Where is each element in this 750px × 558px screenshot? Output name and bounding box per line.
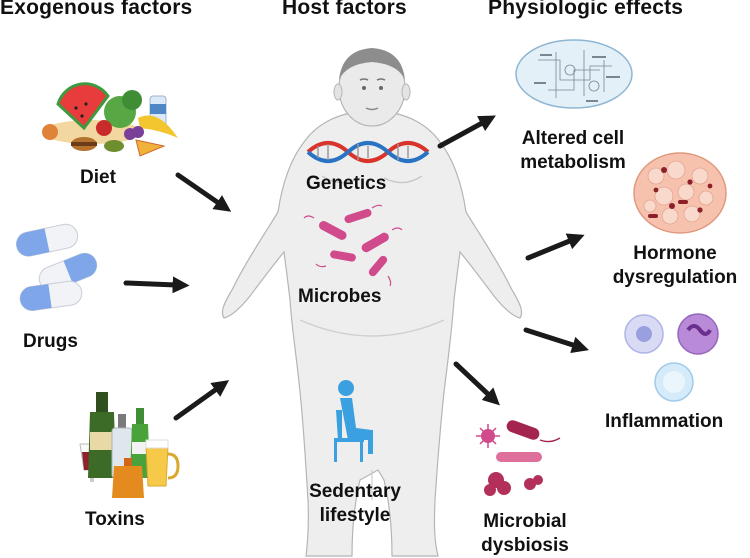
- arrow-drugs-to-host: [123, 276, 190, 294]
- alcohol-bottles-icon: [79, 392, 180, 498]
- label-altered-cell-metabolism: Altered cell metabolism: [520, 128, 626, 173]
- label-microbial-dysbiosis: Microbial dysbiosis: [481, 511, 569, 556]
- label-toxins: Toxins: [85, 509, 145, 530]
- label-microbes: Microbes: [298, 286, 382, 307]
- label-drugs: Drugs: [23, 331, 78, 352]
- flow-arrows: [123, 115, 589, 421]
- immune-cells-icon: [624, 313, 719, 402]
- drug-capsules-icon: [15, 223, 98, 312]
- human-body-illustration: [221, 48, 523, 557]
- header-physiologic-effects: Physiologic effects: [488, 0, 684, 19]
- microbes-icon: [303, 204, 403, 287]
- arrow-host-to-metabolism: [437, 115, 496, 149]
- label-hormone-dysregulation: Hormone dysregulation: [612, 243, 738, 288]
- arrow-host-to-hormone: [525, 233, 585, 261]
- dna-icon: [306, 141, 430, 163]
- arrow-diet-to-host: [175, 172, 232, 212]
- hormone-tissue-icon: [633, 152, 727, 234]
- label-diet: Diet: [80, 167, 116, 188]
- label-sedentary-lifestyle: Sedentary lifestyle: [309, 481, 401, 526]
- label-inflammation: Inflammation: [605, 411, 724, 432]
- dysbiosis-microbes-icon: [476, 420, 561, 496]
- arrow-host-to-dysbiosis: [453, 361, 500, 406]
- label-genetics: Genetics: [306, 173, 387, 194]
- sedentary-person-icon: [334, 380, 373, 462]
- header-exogenous-factors: Exogenous factors: [0, 0, 193, 19]
- header-host-factors: Host factors: [282, 0, 407, 19]
- diet-food-icon: [42, 82, 178, 157]
- cell-metabolism-icon: [515, 39, 633, 109]
- arrow-host-to-inflammation: [523, 327, 589, 354]
- arrow-toxins-to-host: [173, 380, 230, 421]
